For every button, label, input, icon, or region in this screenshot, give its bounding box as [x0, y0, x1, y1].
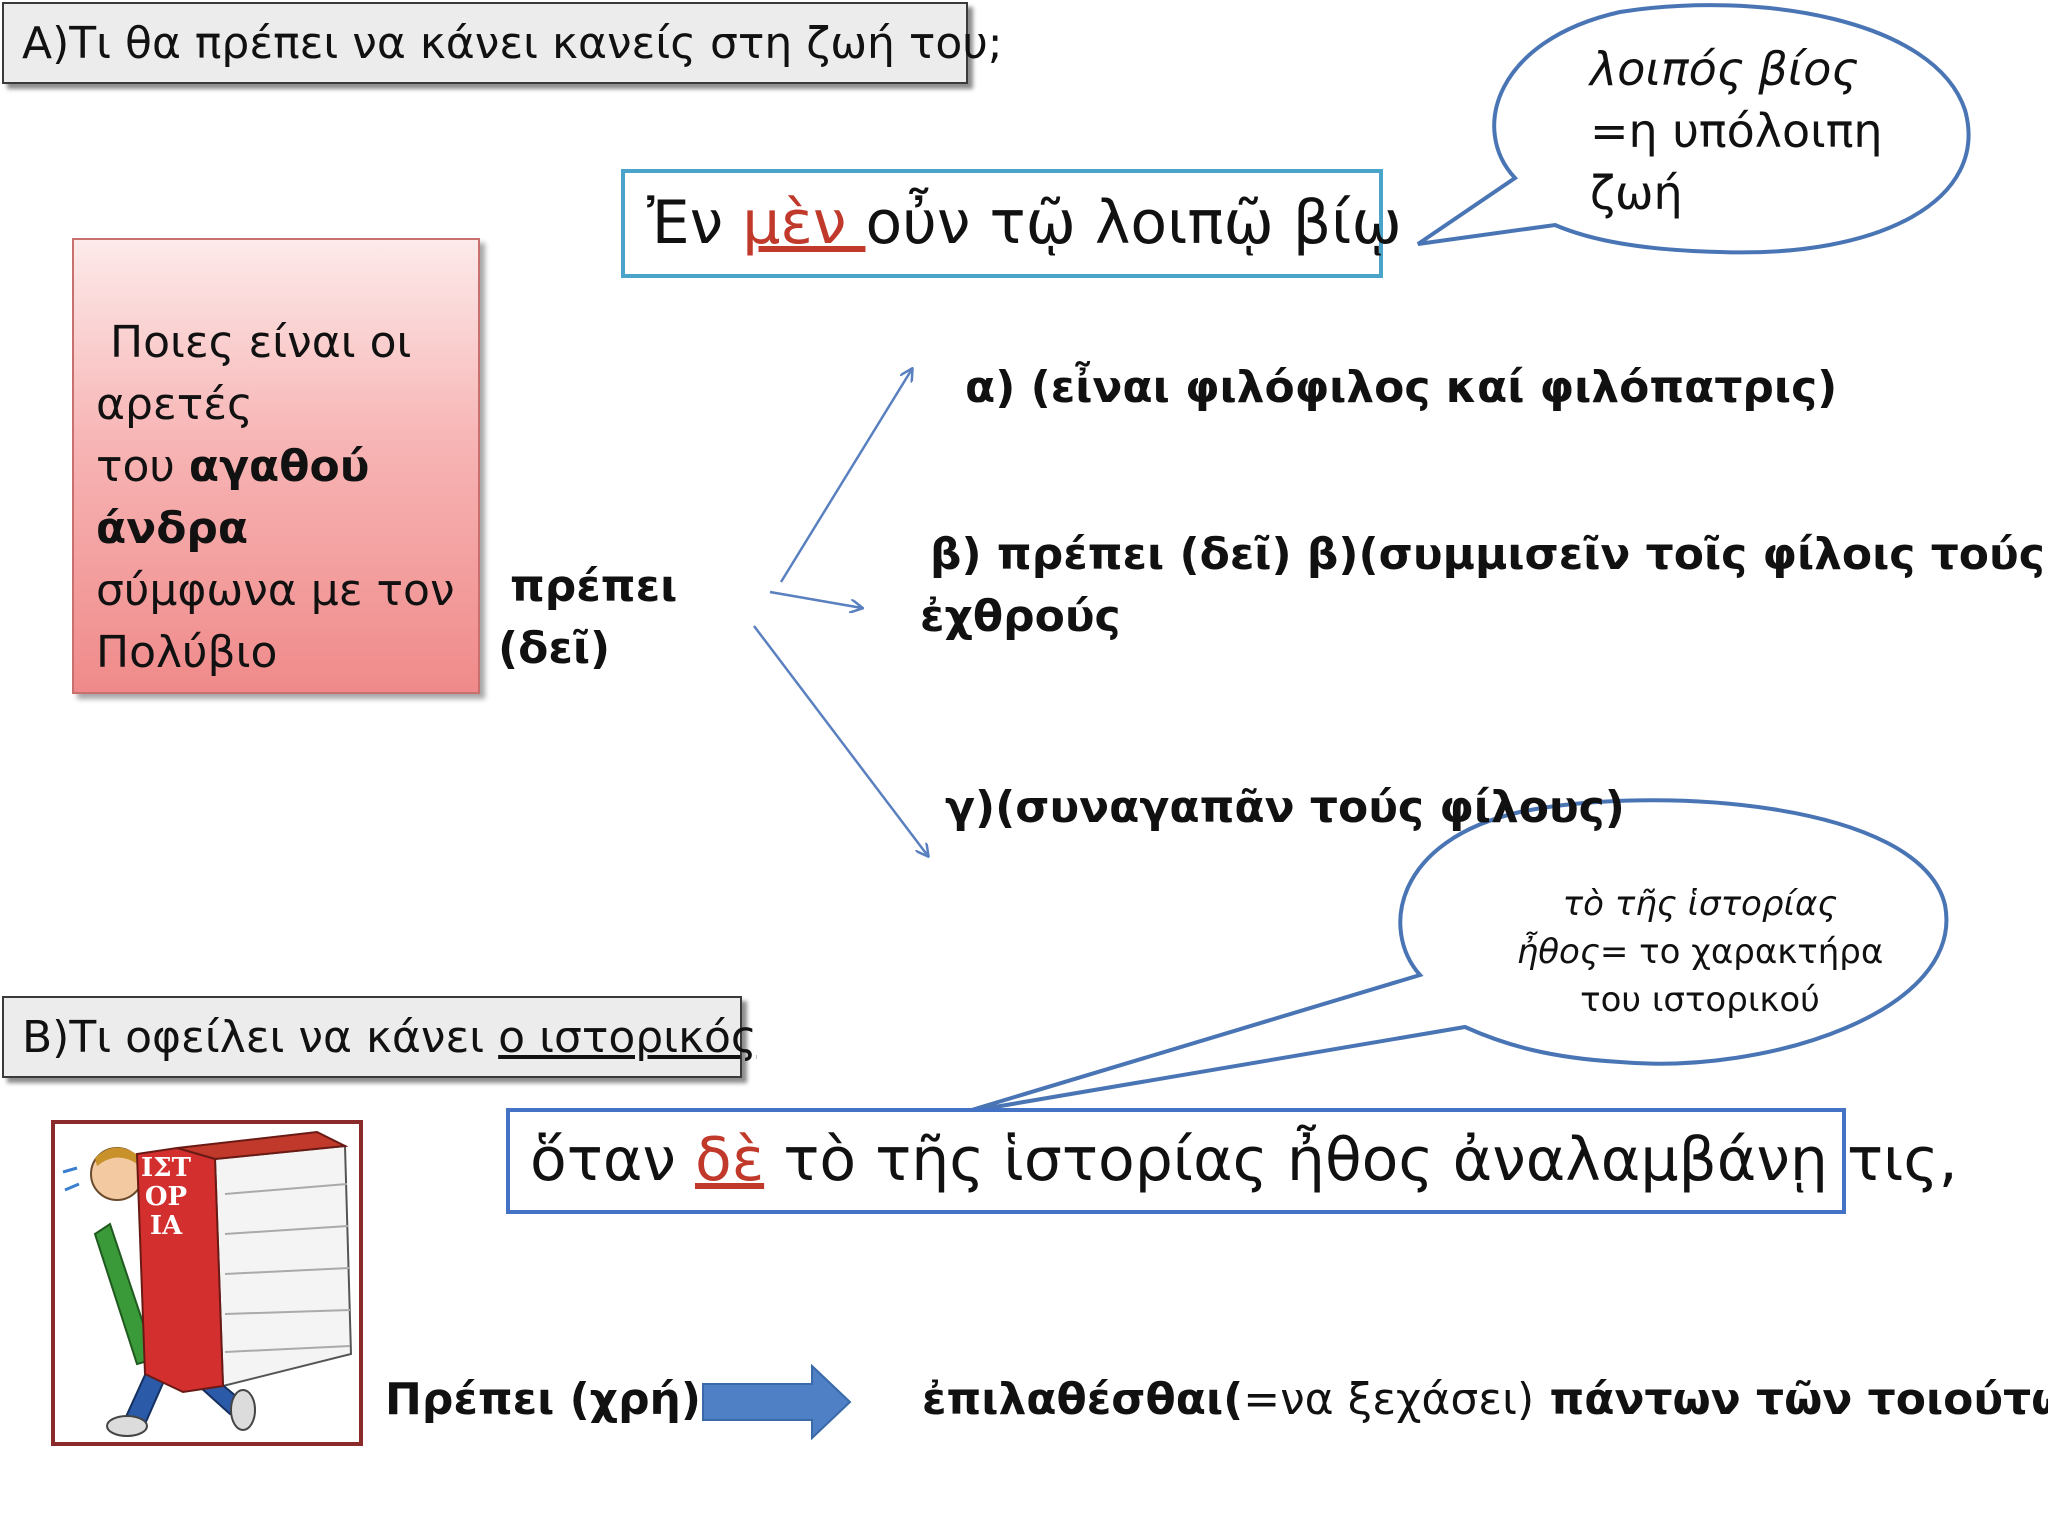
result-text: ἐπιλαθέσθαι(=να ξεχάσει) πάντων τῶν τοιο…	[922, 1374, 2048, 1425]
speech-bubble-top	[1416, 3, 1971, 255]
block-arrow-right-icon	[702, 1363, 852, 1441]
speech-bubble-bottom	[964, 798, 1949, 1114]
question-line-4: άνδρα	[96, 503, 249, 554]
section-b-header: Β)Τι οφείλει να κάνει ο ιστορικός	[2, 996, 757, 1078]
question-line-5: σύμφωνα με τον	[96, 565, 455, 616]
question-line-2: αρετές	[96, 379, 253, 430]
arrow-to-c	[753, 625, 928, 856]
question-line-6: Πολύβιο	[96, 627, 278, 678]
greek-quote-1: Ἐν μὲν οὖν τῷ λοιπῷ βίῳ	[621, 169, 1402, 278]
question-line-1: Ποιες είναι οι	[110, 317, 412, 368]
virtue-c: γ)(συναγαπᾶν τούς φίλους)	[945, 782, 1625, 833]
arrow-to-a	[779, 369, 912, 583]
book-spine-text: ΙΣΤΟΡΙΑ	[141, 1153, 191, 1241]
bubble-bottom-text: τὸ τῆς ἱστορίας ἦθος= το χαρακτήρα του ι…	[1516, 884, 1884, 1020]
highlight-de: δὲ	[694, 1125, 765, 1195]
prepei-chri-label: Πρέπει (χρή)	[385, 1374, 701, 1425]
question-line-3: του αγαθού	[96, 441, 370, 492]
section-a-header-text: Α)Τι θα πρέπει να κάνει κανείς στη ζωή τ…	[22, 18, 1003, 69]
virtue-b: β) πρέπει (δεῖ) β)(συμμισεῖν τοῖς φίλοις…	[920, 529, 2045, 642]
section-a-header: Α)Τι θα πρέπει να κάνει κανείς στη ζωή τ…	[2, 2, 1003, 84]
history-book-illustration: ΙΣΤΟΡΙΑ	[51, 1120, 363, 1446]
greek-quote-2: ὅταν δὲ τὸ τῆς ἱστορίας ἦθος ἀναλαμβάνῃ …	[506, 1108, 1958, 1214]
highlight-men: μὲν	[742, 188, 866, 258]
virtue-a: α) (εἶναι φιλόφιλος καί φιλόπατρις)	[965, 362, 1838, 413]
prepei-label: πρέπει (δεῖ)	[498, 561, 678, 674]
arrow-to-b	[769, 590, 862, 608]
person-carrying-book-icon	[62, 1130, 353, 1437]
bubble-top-text: λοιπός βίος =η υπόλοιπη ζωή	[1590, 42, 1883, 220]
question-box: Ποιες είναι οι αρετές του αγαθού άνδρα σ…	[72, 238, 480, 694]
